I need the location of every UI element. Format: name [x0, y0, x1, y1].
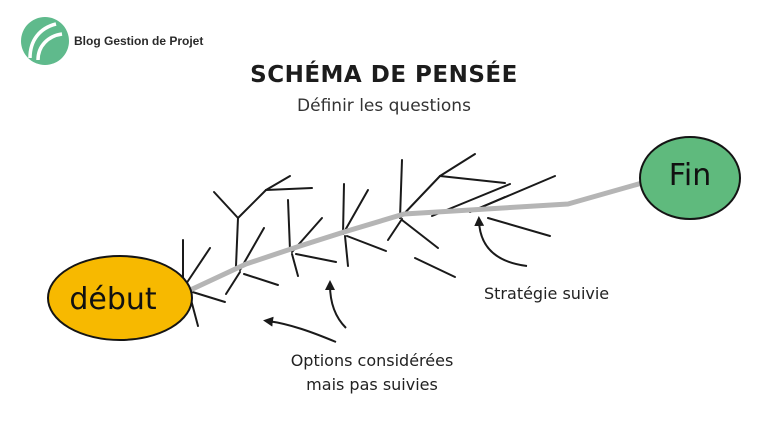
strategy-path	[183, 180, 645, 295]
start-label: début	[69, 282, 157, 317]
start-node	[47, 255, 193, 341]
brand: Blog Gestion de Projet	[18, 14, 203, 68]
options-label: Options considérées mais pas suivies	[252, 349, 492, 397]
strategy-branches	[387, 153, 556, 278]
strategy-label: Stratégie suivie	[484, 284, 610, 303]
end-node	[639, 136, 741, 220]
options-label-line2: mais pas suivies	[306, 375, 438, 394]
strategy-arrow	[474, 216, 528, 267]
options-label-line1: Options considérées	[290, 351, 454, 370]
options-arrow-1	[325, 280, 347, 329]
option-branches	[182, 175, 387, 327]
page-title: SCHÉMA DE PENSÉE	[250, 62, 518, 88]
leaf-logo-icon	[21, 17, 69, 65]
end-label: Fin	[668, 158, 712, 193]
brand-name: Blog Gestion de Projet	[74, 34, 204, 48]
options-arrow-2	[263, 316, 337, 343]
page-subtitle: Définir les questions	[297, 96, 471, 116]
